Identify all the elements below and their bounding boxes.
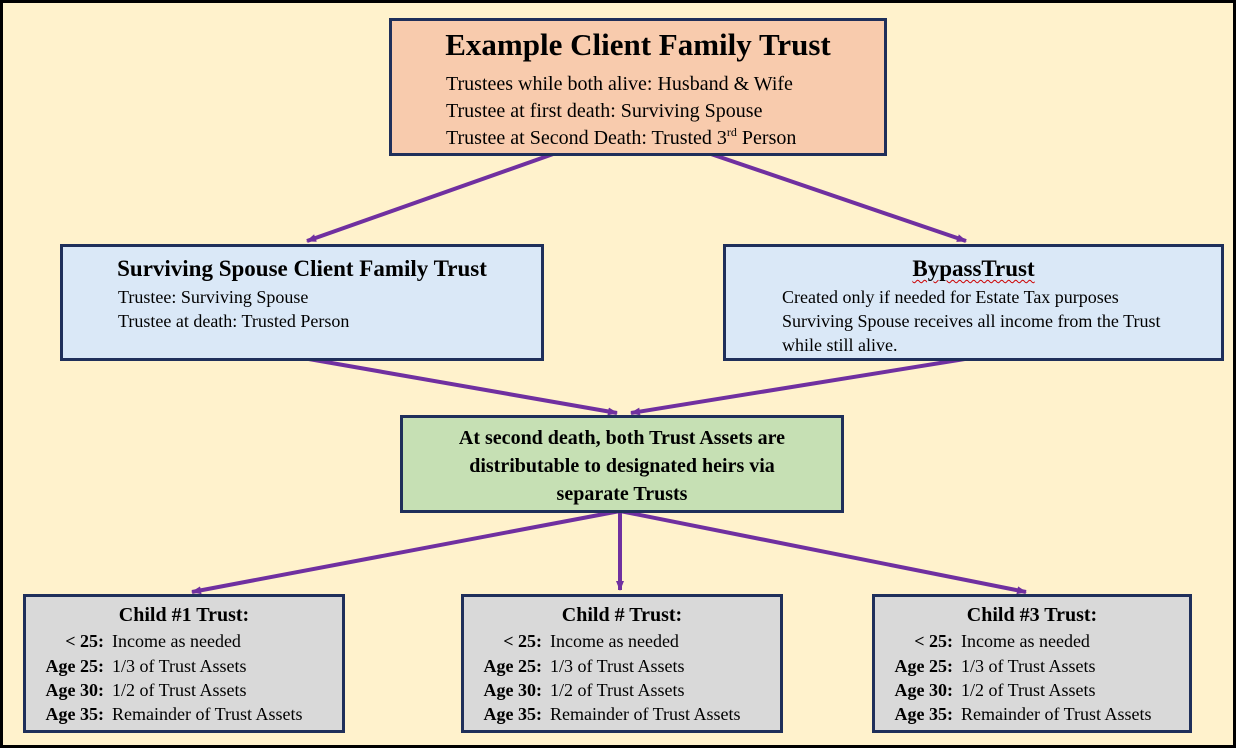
schedule-row: Age 25: 1/3 of Trust Assets [34,654,247,678]
family-trust-box: Example Client Family Trust Trustees whi… [389,18,887,156]
bypass-line-while-alive: while still alive. [782,335,898,355]
schedule-value: 1/3 of Trust Assets [961,656,1096,676]
arrow-surviving-to-distribution [302,356,618,416]
schedule-row: Age 35: Remainder of Trust Assets [472,702,741,726]
schedule-value: 1/2 of Trust Assets [112,680,247,700]
trustee-first-death: Trustee at first death: Surviving Spouse [446,100,763,122]
schedule-value: Income as needed [550,631,679,651]
bypass-trust-title-text: BypassTrust [912,256,1035,281]
trustees-both-alive: Trustees while both alive: Husband & Wif… [446,73,793,95]
bypass-line-estate-tax: Created only if needed for Estate Tax pu… [782,287,1119,307]
schedule-row: Age 30: 1/2 of Trust Assets [883,678,1096,702]
schedule-age: Age 25: [45,656,104,676]
surviving-spouse-trust-box: Surviving Spouse Client Family Trust Tru… [60,244,544,361]
child-3-trust-box: Child #3 Trust: < 25: Income as needed Ag… [872,594,1192,733]
bypass-line-income: Surviving Spouse receives all income fro… [782,311,1161,331]
schedule-age: Age 35: [45,704,104,724]
schedule-value: Remainder of Trust Assets [961,704,1152,724]
schedule-row: < 25: Income as needed [34,629,241,653]
schedule-value: 1/2 of Trust Assets [550,680,685,700]
arrow-distribution-to-child-1 [191,509,621,595]
child-trust-title: Child #1 Trust: [118,604,250,626]
trustee-second-death: Trustee at Second Death: Trusted 3rd Per… [446,125,796,151]
arrow-top-to-surviving [306,151,557,243]
schedule-age: Age 35: [483,704,542,724]
distribution-line-2: distributable to designated heirs via [469,455,775,477]
schedule-row: Age 30: 1/2 of Trust Assets [34,678,247,702]
schedule-row: Age 25: 1/3 of Trust Assets [472,654,685,678]
schedule-value: Income as needed [961,631,1090,651]
child-2-trust-box: Child # Trust: < 25: Income as needed Age… [461,594,783,733]
schedule-row: Age 35: Remainder of Trust Assets [883,702,1152,726]
child-1-trust-box: Child #1 Trust: < 25: Income as needed Ag… [23,594,345,733]
distribution-line-1: At second death, both Trust Assets are [458,427,786,449]
child-trust-title: Child # Trust: [561,604,683,626]
schedule-value: Income as needed [112,631,241,651]
schedule-age: Age 30: [483,680,542,700]
schedule-age: Age 35: [894,704,953,724]
schedule-age: < 25: [914,631,953,651]
surviving-trustee: Trustee: Surviving Spouse [118,287,309,307]
ordinal-suffix: rd [726,125,737,139]
arrow-bypass-to-distribution [630,356,972,416]
schedule-row: < 25: Income as needed [883,629,1090,653]
bypass-trust-title: BypassTrust [726,255,1221,283]
distribution-box: At second death, both Trust Assets are d… [400,415,844,513]
schedule-age: Age 25: [894,656,953,676]
schedule-value: 1/3 of Trust Assets [112,656,247,676]
schedule-value: 1/2 of Trust Assets [961,680,1096,700]
trustee-second-death-person: Person [736,127,797,149]
arrow-top-to-bypass [707,151,967,243]
arrow-distribution-to-child-3 [619,509,1027,595]
schedule-age: < 25: [65,631,104,651]
distribution-line-3: separate Trusts [556,483,688,505]
schedule-value: Remainder of Trust Assets [112,704,303,724]
schedule-row: Age 30: 1/2 of Trust Assets [472,678,685,702]
schedule-value: Remainder of Trust Assets [550,704,741,724]
child-trust-title: Child #3 Trust: [966,604,1098,626]
bypass-trust-box: BypassTrust Created only if needed for E… [723,244,1224,361]
family-trust-title: Example Client Family Trust [445,27,831,62]
schedule-age: < 25: [503,631,542,651]
schedule-row: Age 35: Remainder of Trust Assets [34,702,303,726]
surviving-spouse-trust-title: Surviving Spouse Client Family Trust [117,256,487,281]
trustee-second-death-text: Trustee at Second Death: Trusted 3 [446,127,727,149]
connector-arrows [191,151,1027,595]
surviving-trustee-at-death: Trustee at death: Trusted Person [118,311,350,331]
schedule-row: < 25: Income as needed [472,629,679,653]
schedule-age: Age 30: [894,680,953,700]
schedule-row: Age 25: 1/3 of Trust Assets [883,654,1096,678]
schedule-age: Age 25: [483,656,542,676]
schedule-age: Age 30: [45,680,104,700]
schedule-value: 1/3 of Trust Assets [550,656,685,676]
